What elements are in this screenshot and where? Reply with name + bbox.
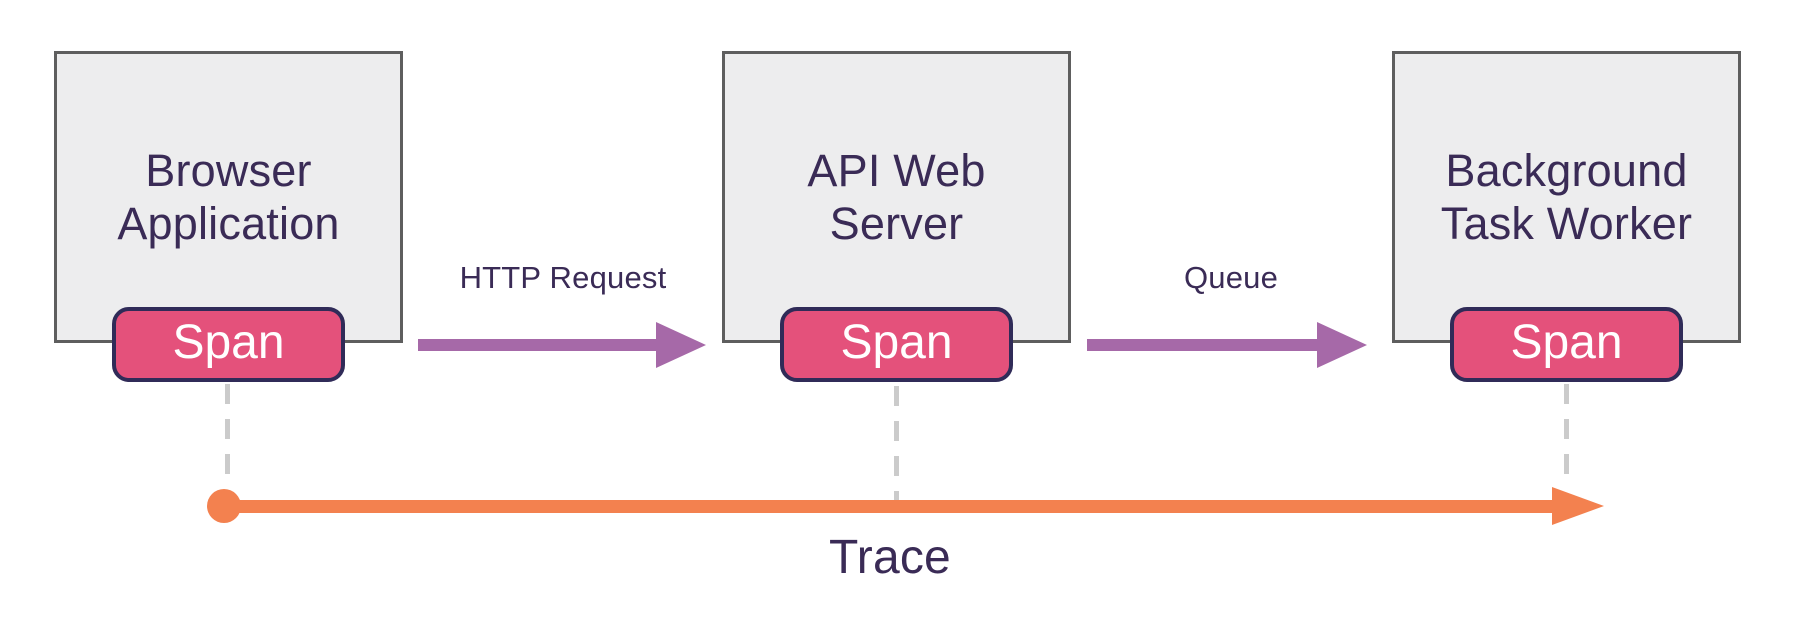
queue-arrow-shaft (1087, 339, 1319, 351)
http-request-arrow-head (656, 322, 706, 368)
node-label-line: Browser (145, 144, 312, 196)
span-trace-connector (225, 384, 230, 488)
trace-label: Trace (829, 531, 951, 584)
queue-arrow-head (1317, 322, 1367, 368)
span-trace-connector (894, 386, 899, 500)
edge-label-queue: Queue (1183, 260, 1279, 295)
trace-timeline-line (224, 500, 1556, 513)
span-badge-browser-application: Span (112, 307, 345, 382)
span-trace-connector (1564, 384, 1569, 486)
node-label-line: Background (1445, 144, 1688, 196)
node-label-line: API Web (807, 144, 986, 196)
node-label: Background Task Worker (1441, 144, 1692, 250)
node-label: API Web Server (807, 144, 985, 250)
http-request-arrow-shaft (418, 339, 658, 351)
node-label-line: Task Worker (1440, 198, 1693, 249)
span-badge-api-web-server: Span (780, 307, 1013, 382)
trace-arrow-head (1552, 487, 1604, 525)
node-background-task-worker: Background Task Worker (1392, 51, 1741, 343)
node-browser-application: Browser Application (54, 51, 403, 343)
edge-label-http-request: HTTP Request (459, 260, 667, 295)
node-label-line: Server (829, 198, 964, 249)
node-api-web-server: API Web Server (722, 51, 1071, 343)
node-label-line: Application (117, 198, 340, 249)
span-badge-background-task-worker: Span (1450, 307, 1683, 382)
node-label: Browser Application (117, 144, 339, 250)
